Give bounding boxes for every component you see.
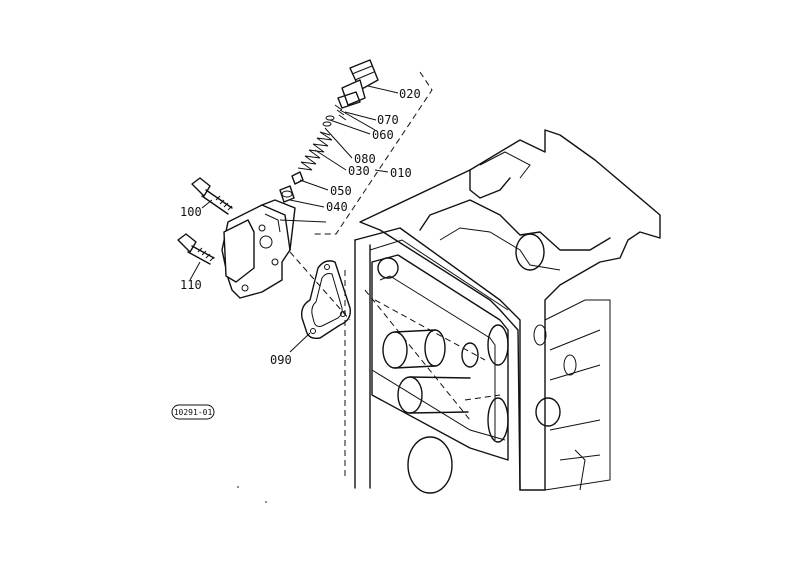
bolt-100 <box>191 177 233 215</box>
seat-040 <box>279 185 295 203</box>
spring-070 <box>334 104 347 121</box>
label-080: 080 <box>354 152 376 166</box>
label-060: 060 <box>372 128 394 142</box>
valve-050 <box>291 171 304 185</box>
pump-body <box>221 199 351 321</box>
plug-020 <box>337 59 379 109</box>
label-090: 090 <box>270 353 292 367</box>
gasket-090 <box>300 260 351 340</box>
label-020: 020 <box>399 87 421 101</box>
figure-code-badge: 10291-01 <box>171 404 215 420</box>
label-070: 070 <box>377 113 399 127</box>
assembly-bracket-010 <box>312 71 433 235</box>
transmission-housing <box>344 129 661 494</box>
label-110: 110 <box>180 278 202 292</box>
figure-code: 10291-01 <box>174 408 213 417</box>
label-050: 050 <box>330 184 352 198</box>
label-030: 030 <box>348 164 370 178</box>
leader-lines <box>189 85 399 353</box>
label-100: 100 <box>180 205 202 219</box>
spring-030 <box>297 131 333 171</box>
bolt-110 <box>177 233 215 265</box>
label-040: 040 <box>326 200 348 214</box>
label-010: 010 <box>390 166 412 180</box>
